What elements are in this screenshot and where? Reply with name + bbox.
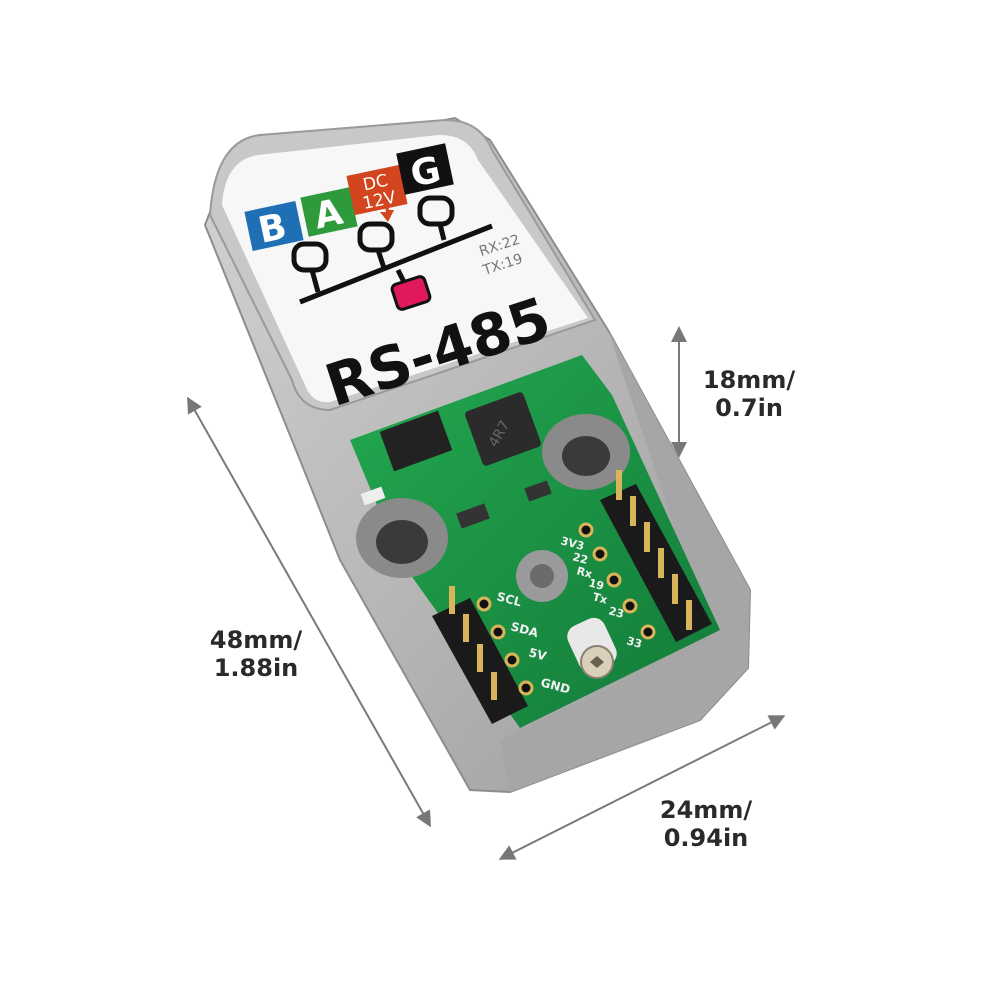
network-bus-icon — [291, 195, 493, 305]
pin-label-3v3: 3V3 — [559, 534, 585, 553]
pin-label-22: 22 — [571, 550, 589, 567]
case-side-wall — [500, 330, 750, 792]
length-in: 1.88in — [213, 654, 299, 682]
pin-label-tx: Tx — [591, 590, 608, 606]
dimension-arrows — [187, 326, 786, 860]
tile-a — [300, 187, 358, 237]
length-dimension-label: 48mm/ 1.88in — [196, 626, 316, 682]
length-arrow — [187, 396, 431, 828]
height-in: 0.7in — [715, 394, 783, 422]
rs485-module: B A DC 12V G RX:22 TX:19 — [203, 116, 752, 794]
pin-label-33: 33 — [625, 634, 643, 651]
left-pin-header — [432, 586, 534, 724]
width-dimension-label: 24mm/ 0.94in — [646, 796, 766, 852]
pin-label-19: 19 — [587, 576, 605, 593]
pin-label-rx: Rx — [575, 564, 593, 581]
height-mm: 18mm/ — [702, 366, 796, 394]
right-pin-header — [578, 470, 712, 642]
pin-label-scl: SCL — [495, 589, 523, 609]
center-standoff — [516, 550, 568, 602]
width-in: 0.94in — [663, 824, 749, 852]
smd-component-2 — [524, 480, 552, 502]
tile-g — [396, 143, 454, 195]
width-mm: 24mm/ — [659, 796, 753, 824]
tile-b — [244, 201, 304, 251]
mounting-hole-right — [542, 414, 630, 490]
pin-label-5v: 5V — [527, 645, 548, 663]
power-arrow-icon — [380, 199, 394, 222]
smd-component — [456, 503, 490, 529]
pin-label-23: 23 — [607, 604, 625, 621]
smd-component-3 — [360, 486, 386, 506]
length-mm: 48mm/ — [209, 626, 303, 654]
tile-dc — [346, 164, 408, 216]
right-pin-labels: 3V3 22 Rx 19 Tx 23 33 — [559, 534, 643, 651]
mounting-hole-left — [356, 498, 448, 578]
inductor — [465, 392, 541, 466]
screw — [567, 617, 617, 679]
node-icon — [390, 275, 432, 311]
width-arrow — [498, 715, 786, 860]
ic-chip — [379, 410, 453, 472]
height-dimension-label: 18mm/ 0.7in — [694, 366, 804, 422]
